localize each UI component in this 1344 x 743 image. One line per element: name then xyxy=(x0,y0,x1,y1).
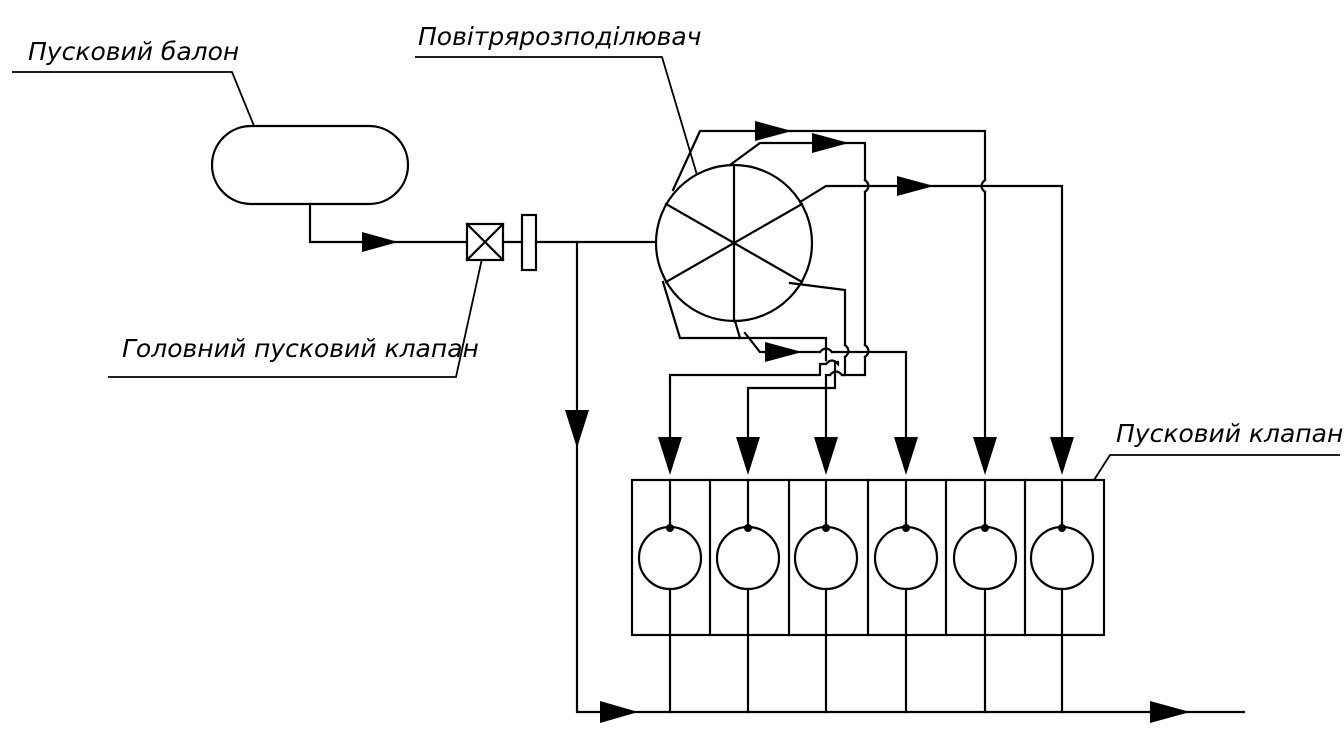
leader-distributor xyxy=(415,56,701,186)
flow-arrow xyxy=(755,121,792,141)
pipe-out-1 xyxy=(671,129,987,457)
pipe-drain-branch xyxy=(575,240,1246,714)
pipe-out-4 xyxy=(743,281,908,457)
flow-arrow xyxy=(600,701,638,723)
main-start-valve xyxy=(465,213,538,272)
flow-arrow xyxy=(658,437,682,475)
label-distributor-group: Повітрярозподілювач xyxy=(415,22,701,186)
label-main-valve-group: Головний пусковий клапан xyxy=(108,244,486,378)
flow-arrow xyxy=(362,232,398,252)
pipe-out-6 xyxy=(733,319,837,457)
flow-arrow xyxy=(814,437,838,475)
label-tank: Пусковий балон xyxy=(28,37,239,66)
flow-arrow xyxy=(894,437,918,475)
flow-arrow xyxy=(765,342,802,362)
flow-arrow xyxy=(897,176,934,196)
engine-block xyxy=(630,478,1106,637)
flow-arrow xyxy=(736,437,760,475)
pipe-tank-to-valve xyxy=(308,202,469,244)
label-main-valve: Головний пусковий клапан xyxy=(122,334,479,363)
flow-arrow xyxy=(973,437,997,475)
pipe-out-3 xyxy=(798,184,1064,457)
label-distributor: Повітрярозподілювач xyxy=(418,22,701,51)
pipe-out-5 xyxy=(661,280,828,457)
pipe-out-2-hop xyxy=(828,178,870,377)
air-tank xyxy=(210,124,410,206)
flow-arrow xyxy=(1150,701,1190,723)
pipes-through-block xyxy=(668,478,1064,714)
flow-arrow xyxy=(812,133,849,153)
air-distributor xyxy=(654,163,814,323)
flow-arrow xyxy=(1050,437,1074,475)
flow-arrow xyxy=(565,410,589,448)
label-start-valve: Пусковий клапан xyxy=(1116,419,1343,448)
leader-main-valve xyxy=(108,244,486,378)
pipe-cross xyxy=(824,359,840,367)
